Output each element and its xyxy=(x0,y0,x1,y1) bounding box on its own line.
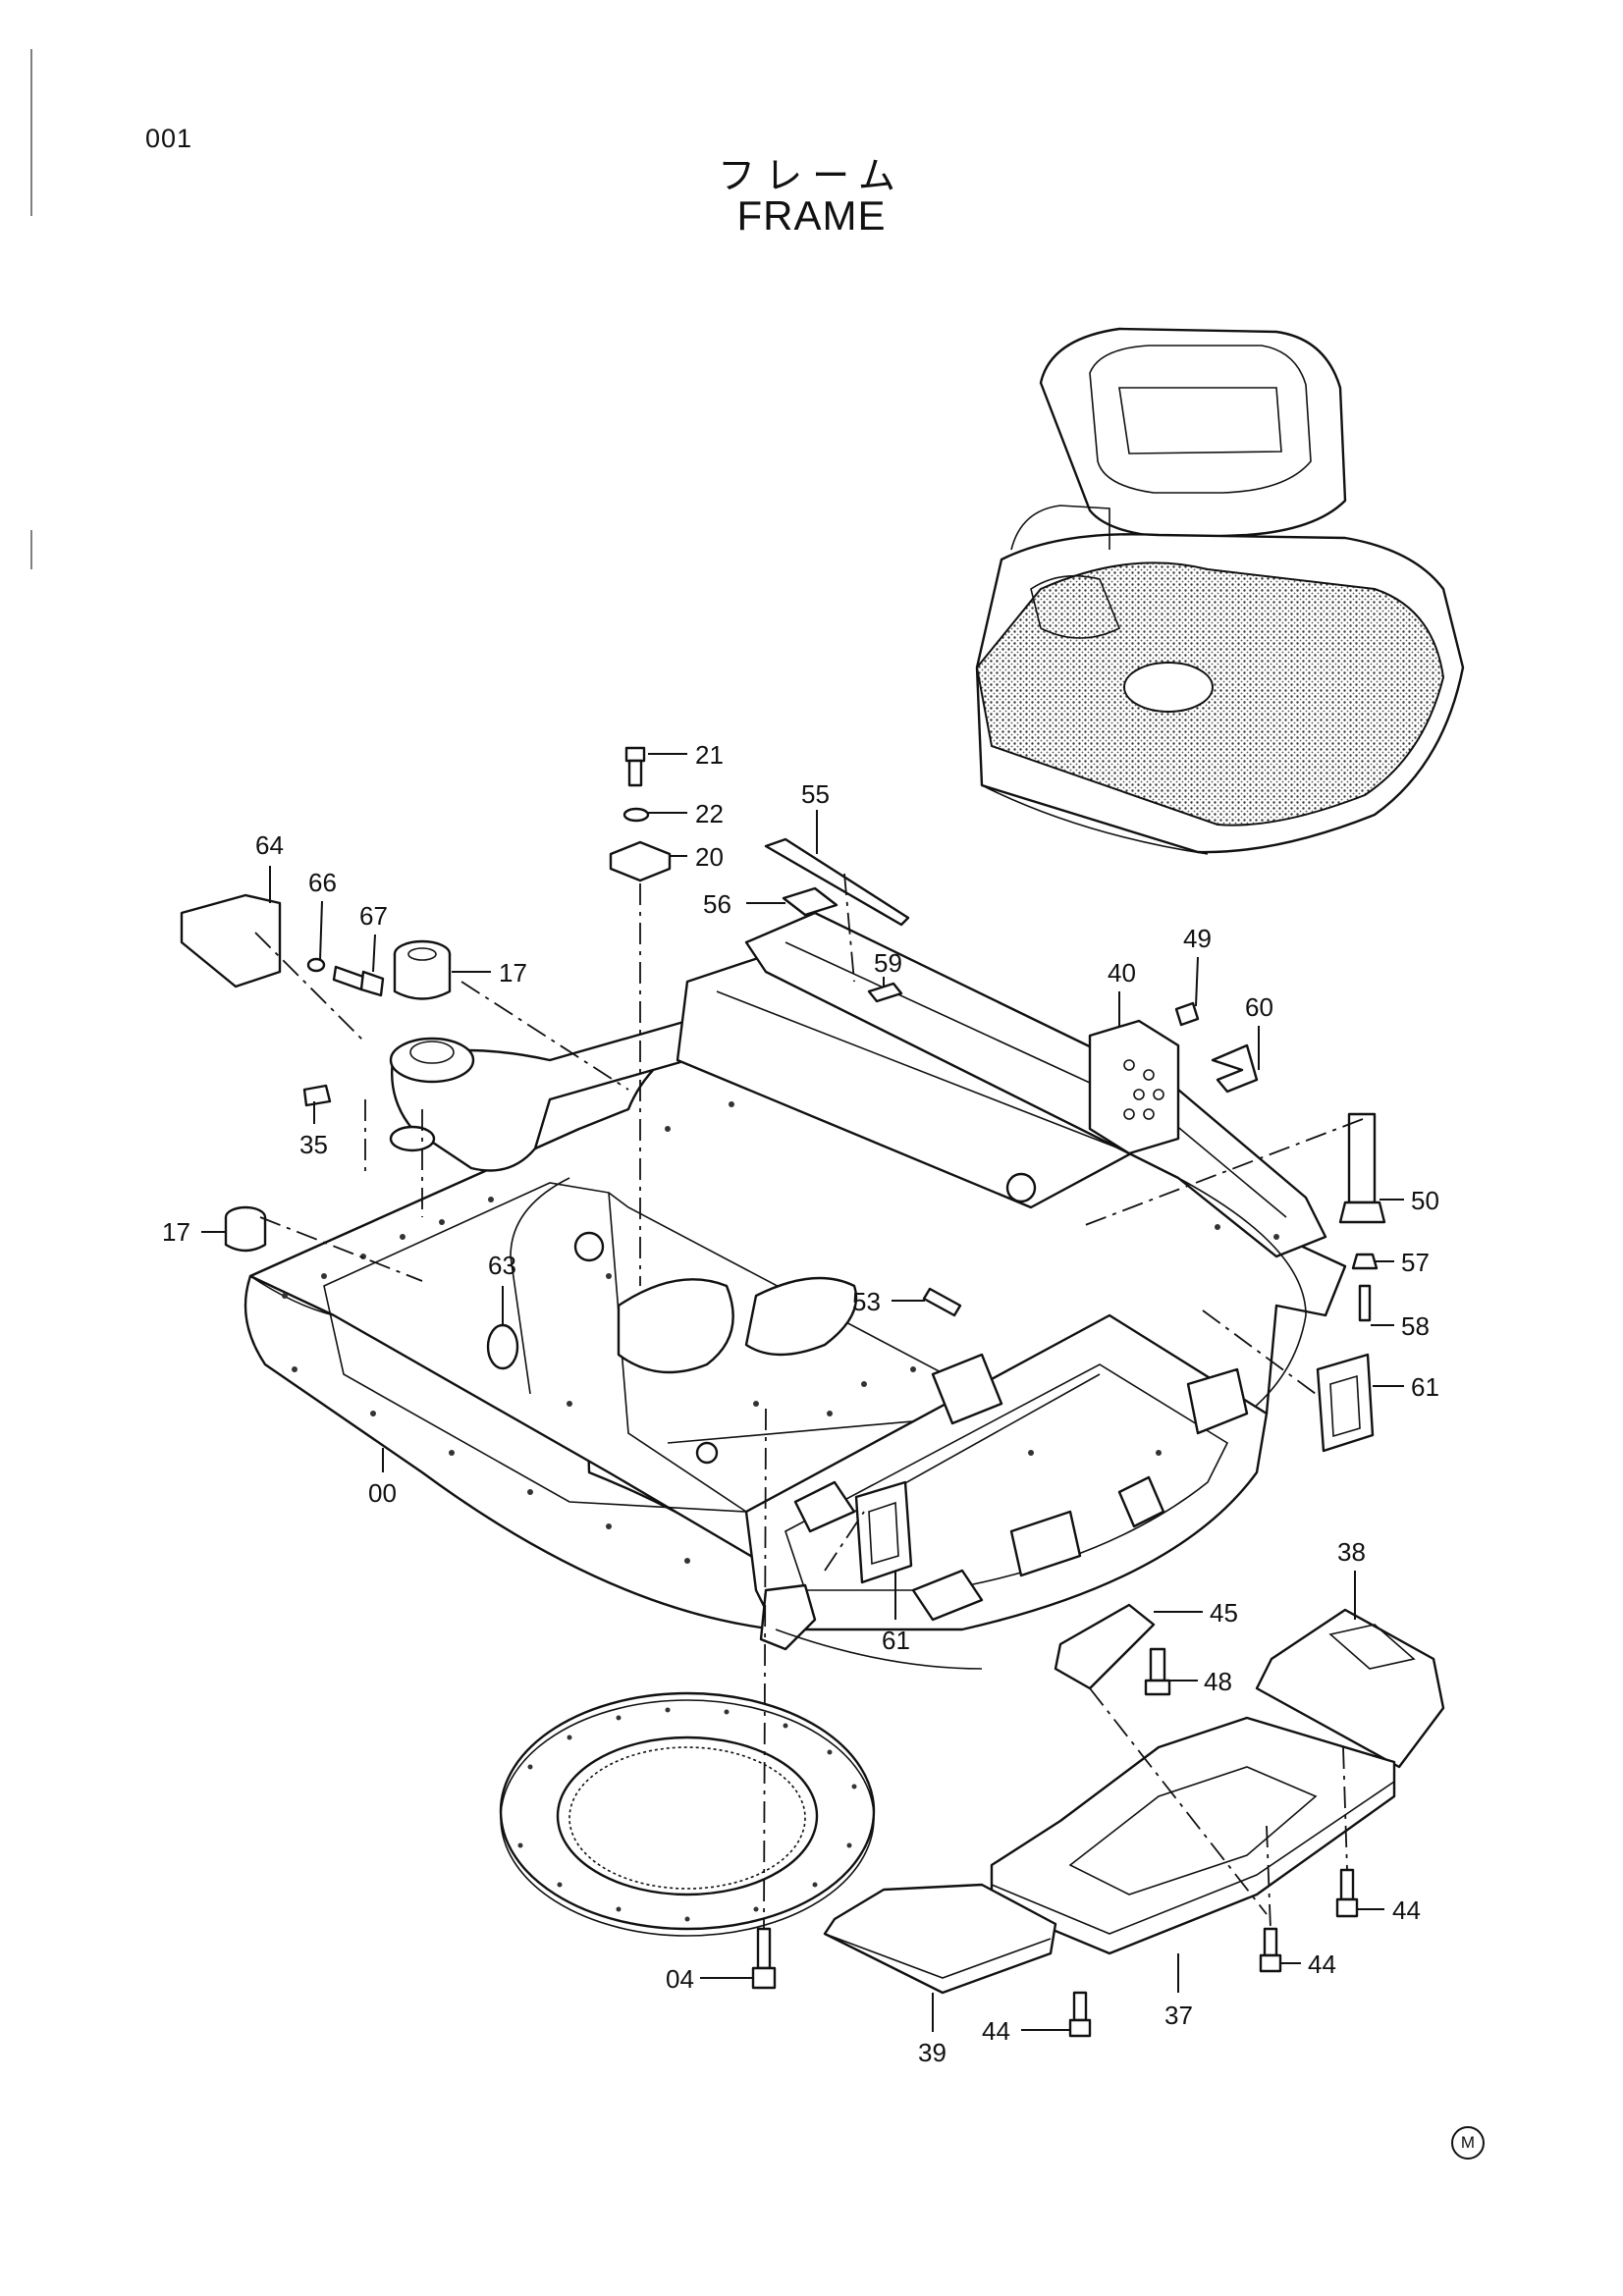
callout-64: 64 xyxy=(255,830,284,860)
callout-38: 38 xyxy=(1337,1537,1366,1567)
callout-40: 40 xyxy=(1108,958,1136,988)
callout-61-right: 61 xyxy=(1411,1372,1439,1402)
callout-44-left: 44 xyxy=(982,2016,1010,2046)
callout-58: 58 xyxy=(1401,1311,1430,1341)
page-number: 001 xyxy=(145,124,193,153)
callout-17-lower: 17 xyxy=(162,1217,190,1247)
callout-45: 45 xyxy=(1210,1598,1238,1628)
callout-21: 21 xyxy=(695,740,724,770)
callout-63: 63 xyxy=(488,1251,516,1280)
under-covers xyxy=(823,1353,1445,1995)
center-lines xyxy=(254,873,1364,1930)
callout-04: 04 xyxy=(666,1964,694,1994)
leader-lines xyxy=(201,753,1404,2032)
callout-66: 66 xyxy=(308,868,337,897)
callout-50: 50 xyxy=(1411,1186,1439,1215)
callout-20: 20 xyxy=(695,842,724,872)
callout-61-left: 61 xyxy=(882,1626,910,1655)
callout-59: 59 xyxy=(874,948,902,978)
callout-49: 49 xyxy=(1183,924,1212,953)
callout-60: 60 xyxy=(1245,992,1273,1022)
callout-39: 39 xyxy=(918,2038,947,2067)
page-mark: M xyxy=(1451,2126,1485,2160)
main-frame xyxy=(243,911,1347,1670)
title-english: FRAME xyxy=(736,192,887,239)
callout-55: 55 xyxy=(801,779,830,809)
callout-57: 57 xyxy=(1401,1248,1430,1277)
callout-labels: 21 22 20 55 56 64 66 67 17 59 40 49 60 3… xyxy=(162,740,1439,2067)
title-japanese: フレーム xyxy=(718,154,905,197)
callout-56: 56 xyxy=(703,889,731,919)
machine-overview-inset xyxy=(975,327,1465,855)
callout-00: 00 xyxy=(368,1478,397,1508)
callout-48: 48 xyxy=(1204,1667,1232,1696)
callout-44-right: 44 xyxy=(1392,1896,1421,1925)
callout-67: 67 xyxy=(359,901,388,931)
callout-17-upper: 17 xyxy=(499,958,527,988)
callout-44-middle: 44 xyxy=(1308,1949,1336,1979)
swing-bearing-ring xyxy=(499,1691,876,1937)
callout-35: 35 xyxy=(299,1130,328,1159)
callout-53: 53 xyxy=(852,1287,881,1316)
callout-37: 37 xyxy=(1164,2001,1193,2030)
callout-22: 22 xyxy=(695,799,724,828)
hardware-parts xyxy=(180,746,1386,2038)
